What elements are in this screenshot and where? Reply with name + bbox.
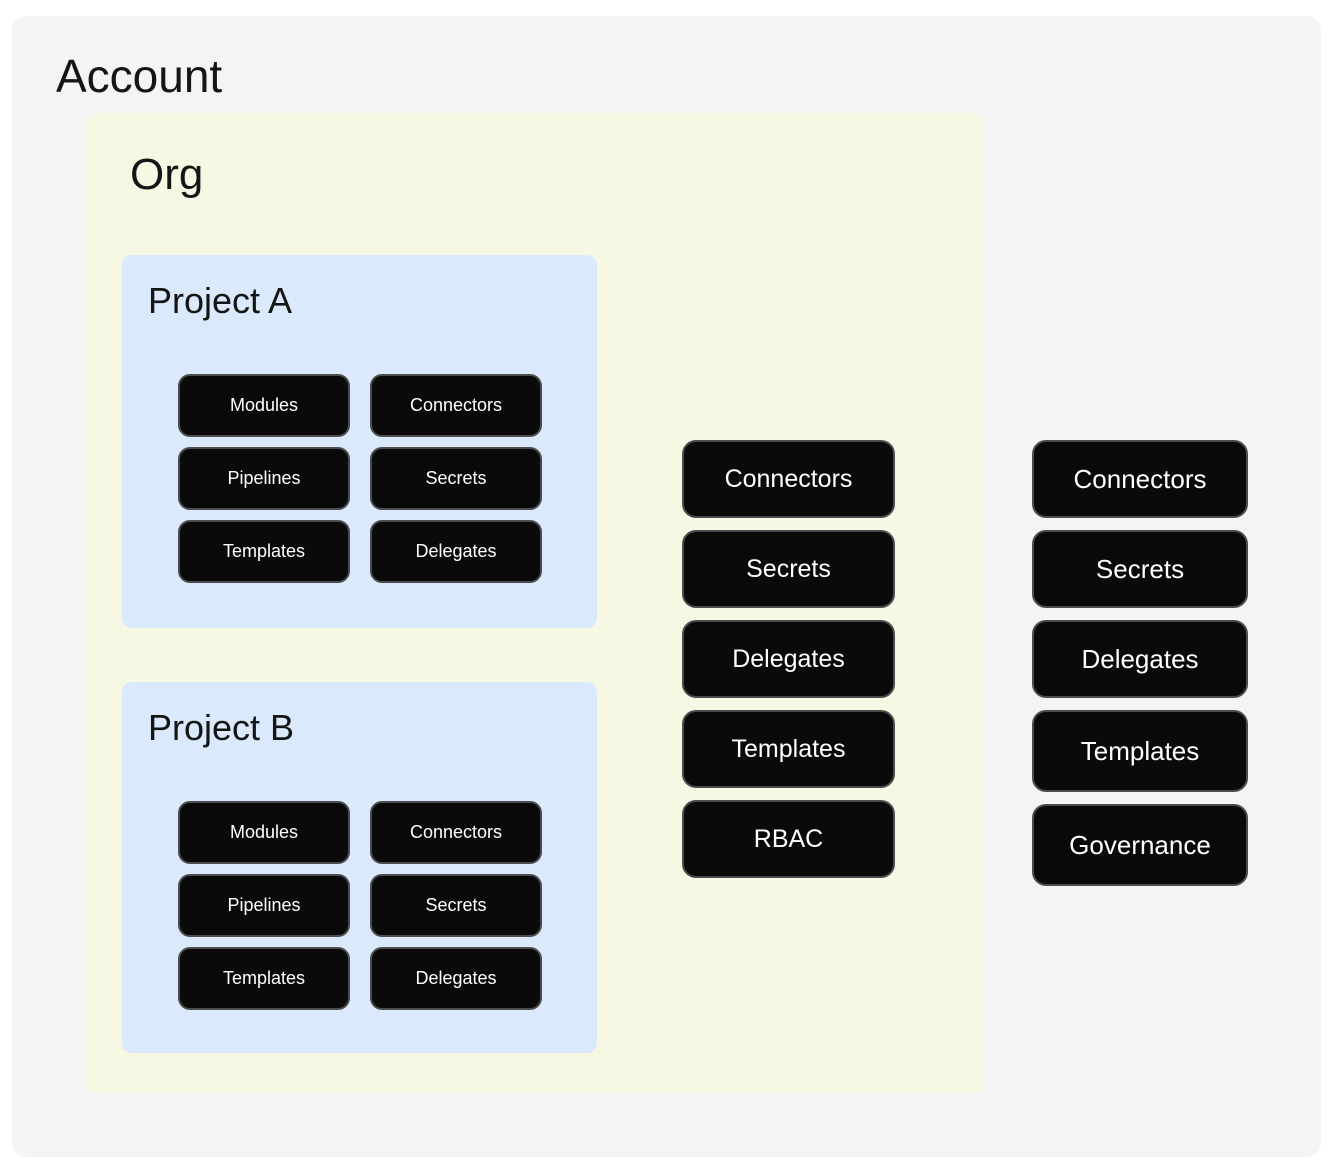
org-label: Org bbox=[130, 150, 204, 199]
org-chip-delegates[interactable]: Delegates bbox=[682, 620, 895, 698]
account-chip-delegates[interactable]: Delegates bbox=[1032, 620, 1248, 698]
project-a-chip-connectors[interactable]: Connectors bbox=[370, 374, 542, 437]
project-a-container: Project A Modules Connectors Pipelines S… bbox=[122, 255, 597, 628]
project-a-chip-delegates[interactable]: Delegates bbox=[370, 520, 542, 583]
account-resources: Connectors Secrets Delegates Templates G… bbox=[1032, 440, 1248, 886]
org-chip-templates[interactable]: Templates bbox=[682, 710, 895, 788]
account-chip-templates[interactable]: Templates bbox=[1032, 710, 1248, 792]
project-b-label: Project B bbox=[148, 707, 295, 748]
org-chip-rbac[interactable]: RBAC bbox=[682, 800, 895, 878]
org-chip-secrets[interactable]: Secrets bbox=[682, 530, 895, 608]
account-chip-governance[interactable]: Governance bbox=[1032, 804, 1248, 886]
org-resources: Connectors Secrets Delegates Templates R… bbox=[682, 440, 895, 878]
project-b-resources: Modules Connectors Pipelines Secrets Tem… bbox=[178, 801, 542, 1010]
project-a-chip-modules[interactable]: Modules bbox=[178, 374, 350, 437]
project-a-chip-pipelines[interactable]: Pipelines bbox=[178, 447, 350, 510]
project-b-chip-modules[interactable]: Modules bbox=[178, 801, 350, 864]
account-chip-connectors[interactable]: Connectors bbox=[1032, 440, 1248, 518]
project-b-chip-templates[interactable]: Templates bbox=[178, 947, 350, 1010]
org-container: Org Project A Modules Connectors Pipelin… bbox=[86, 113, 983, 1093]
project-b-chip-secrets[interactable]: Secrets bbox=[370, 874, 542, 937]
account-chip-secrets[interactable]: Secrets bbox=[1032, 530, 1248, 608]
project-a-chip-templates[interactable]: Templates bbox=[178, 520, 350, 583]
account-label: Account bbox=[56, 50, 223, 102]
project-b-chip-pipelines[interactable]: Pipelines bbox=[178, 874, 350, 937]
project-a-resources: Modules Connectors Pipelines Secrets Tem… bbox=[178, 374, 542, 583]
account-container: Account Org Project A Modules Connectors… bbox=[12, 16, 1321, 1157]
project-b-container: Project B Modules Connectors Pipelines S… bbox=[122, 682, 597, 1053]
project-a-chip-secrets[interactable]: Secrets bbox=[370, 447, 542, 510]
project-b-chip-connectors[interactable]: Connectors bbox=[370, 801, 542, 864]
project-a-label: Project A bbox=[148, 280, 293, 321]
project-b-chip-delegates[interactable]: Delegates bbox=[370, 947, 542, 1010]
org-chip-connectors[interactable]: Connectors bbox=[682, 440, 895, 518]
